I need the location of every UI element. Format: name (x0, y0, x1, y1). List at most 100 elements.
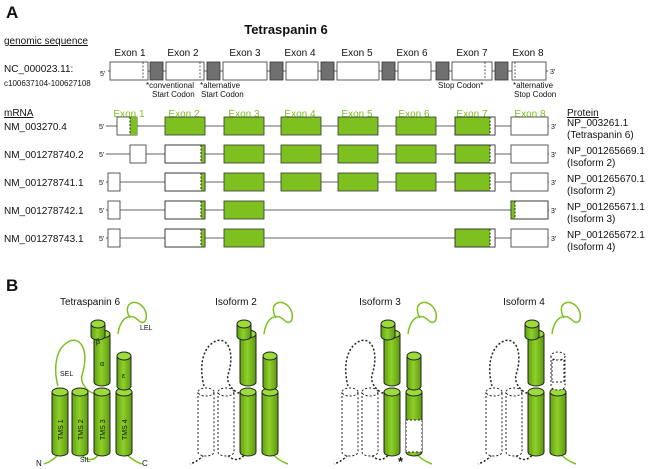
helix-epsilon-cylinder (406, 351, 422, 391)
exon-label: Exon 6 (398, 109, 430, 120)
mrna-exon (223, 144, 265, 164)
mrna-exon (129, 144, 147, 164)
protein-id: NP_001265669.1 (567, 146, 645, 157)
tms-label: TMS 1 (58, 419, 65, 440)
mrna-exon (454, 116, 496, 136)
genomic-exon-2 (165, 61, 205, 81)
tms4-truncated (405, 419, 423, 453)
protein-isoform: (Isoform 2) (567, 158, 615, 169)
lel-loop (263, 301, 294, 335)
exon-label: Exon 3 (228, 109, 260, 120)
cylinder-cap (341, 387, 359, 397)
grey-block (320, 61, 335, 81)
tms-cylinder: TMS 1 (51, 387, 69, 457)
cylinder-cap (217, 387, 235, 397)
five-prime-label: 5' (99, 180, 104, 187)
three-prime-label: 3' (551, 124, 556, 131)
mrna-exon (510, 228, 549, 248)
lel-label: LEL (140, 325, 153, 332)
protein-isoform: (Isoform 3) (567, 214, 615, 225)
cylinder-body (239, 334, 257, 387)
helix-beta-cylinder (524, 319, 540, 341)
cylinder-cap (262, 351, 278, 361)
cylinder-cap (236, 319, 252, 329)
five-prime-label: 5' (99, 236, 104, 243)
alt-start-annotation: Start Codon (201, 90, 244, 99)
cylinder-body (383, 392, 401, 457)
protein-id: NP_003261.1 (567, 118, 629, 129)
mrna-exon (454, 172, 496, 192)
exon-label: Exon 5 (341, 48, 373, 59)
alt-start-annotation: *alternative (200, 81, 241, 90)
mrna-exon (223, 172, 265, 192)
cylinder-body (262, 356, 278, 391)
cylinder-cap (380, 319, 396, 329)
codon-annotations: *conventional Start Codon *alternative S… (146, 81, 556, 99)
cylinder-body (527, 392, 545, 457)
mrna-label: mRNA (4, 108, 34, 119)
cylinder-cap (239, 387, 257, 397)
grey-block (269, 61, 284, 81)
tms-cylinder (261, 387, 279, 457)
topology-diagram (477, 301, 582, 465)
cylinder-cap (527, 387, 545, 397)
sil-loop (369, 451, 391, 461)
tms-cylinder (197, 387, 215, 457)
conv-start-annotation: *conventional (146, 81, 194, 90)
mrna-exon (395, 144, 437, 164)
transcript-id: NM_001278743.1 (4, 234, 84, 245)
five-prime-label: 5' (99, 152, 104, 159)
cylinder-cap (550, 351, 566, 361)
tms-cylinder: TMS 3 (93, 387, 111, 457)
mrna-exon-utr (490, 117, 495, 135)
grey-block (435, 61, 450, 81)
panel-b-letter: B (6, 276, 18, 295)
tms-cylinder (217, 387, 235, 457)
mrna-exon (164, 116, 206, 136)
genomic-exon-7 (451, 61, 493, 81)
cylinder-cap (116, 351, 132, 361)
transcript-id: NM_001278741.1 (4, 178, 84, 189)
mrna-exon (280, 144, 322, 164)
sil-loop (225, 451, 247, 461)
cylinder-cap (485, 387, 503, 397)
topology-diagram (189, 301, 294, 465)
transcript-id: NM_003270.4 (4, 122, 67, 133)
tms-label: TMS 4 (122, 419, 129, 440)
sel-loop (54, 339, 97, 395)
cylinder-body (239, 392, 257, 457)
tms-label: TMS 3 (100, 419, 107, 440)
helix-epsilon-label: ε (122, 373, 125, 380)
protein-isoform: (Tetraspanin 6) (567, 130, 634, 141)
cylinder-body (71, 392, 89, 457)
n-term-label: N (36, 459, 42, 468)
helix-beta-cylinder (90, 319, 106, 341)
exon-label: Exon 6 (396, 48, 428, 59)
mrna-exon (280, 116, 322, 136)
alt-stop-annotation: Stop Codon (514, 90, 556, 99)
cylinder-body (341, 392, 359, 457)
cylinder-cap (197, 387, 215, 397)
nc-accession: NC_000023.11: (4, 64, 73, 75)
cylinder-body (197, 392, 215, 457)
exon-label: Exon 5 (341, 109, 373, 120)
genomic-exon-4 (285, 61, 319, 81)
protein-isoform: (Isoform 4) (567, 242, 615, 253)
mrna-exon-outline (454, 116, 496, 136)
mrna-exon (337, 116, 379, 136)
mrna-exon (337, 144, 379, 164)
mrna-exon-utr (490, 229, 495, 247)
mrna-exon (510, 116, 549, 136)
sel-loop (488, 339, 531, 395)
genomic-exon-8 (511, 61, 547, 81)
mrna-exon-outline (164, 144, 206, 164)
mrna-exon (510, 172, 549, 192)
exon-label: Exon 1 (114, 48, 146, 59)
cylinder-cap (406, 351, 422, 361)
cylinder-cap (505, 387, 523, 397)
mrna-exon (164, 144, 206, 164)
helix-alpha-label: α (100, 361, 104, 368)
